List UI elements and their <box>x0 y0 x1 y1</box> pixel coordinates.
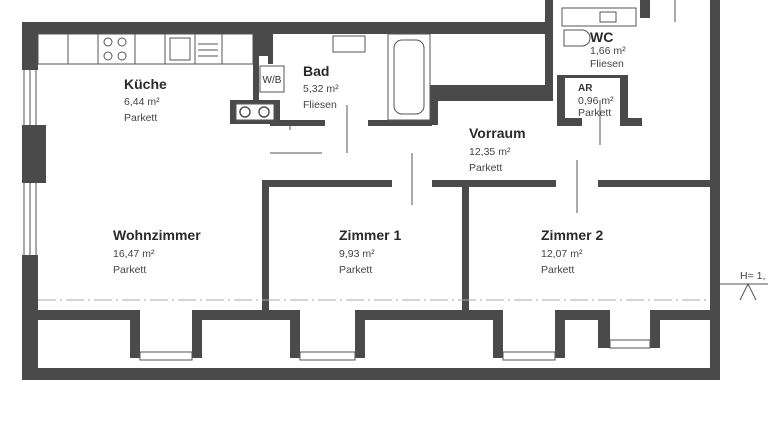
door-lines <box>270 0 676 213</box>
room-name: Zimmer 1 <box>339 227 401 243</box>
room-name: Bad <box>303 63 329 79</box>
bad-fixtures <box>332 33 431 121</box>
room-area: 0,96 m² <box>578 95 614 107</box>
room-name: Küche <box>124 76 167 92</box>
room-area: 12,35 m² <box>469 146 511 158</box>
room-vorraum: Vorraum 12,35 m² Parkett <box>469 125 526 174</box>
room-name: Vorraum <box>469 125 526 141</box>
section-marker <box>720 282 768 301</box>
height-label: H= 1, <box>740 270 765 282</box>
room-name: WC <box>590 29 613 45</box>
room-floor: Fliesen <box>303 99 337 111</box>
room-area: 5,32 m² <box>303 83 339 95</box>
kitchen-window <box>23 70 37 125</box>
room-name: AR <box>578 83 593 94</box>
bottom-windows <box>139 339 651 361</box>
room-zimmer-2: Zimmer 2 12,07 m² Parkett <box>541 227 603 276</box>
room-wohnzimmer: Wohnzimmer 16,47 m² Parkett <box>113 227 201 276</box>
room-area: 6,44 m² <box>124 96 160 108</box>
room-floor: Parkett <box>113 264 146 276</box>
room-area: 1,66 m² <box>590 45 626 57</box>
room-floor: Parkett <box>541 264 574 276</box>
living-window <box>23 183 37 255</box>
room-area: 9,93 m² <box>339 248 375 260</box>
room-area: 16,47 m² <box>113 248 155 260</box>
room-area: 12,07 m² <box>541 248 583 260</box>
room-zimmer-1: Zimmer 1 9,93 m² Parkett <box>339 227 401 276</box>
room-floor: Parkett <box>339 264 372 276</box>
outer-walls <box>22 0 720 380</box>
room-name: Zimmer 2 <box>541 227 603 243</box>
room-kueche: Küche 6,44 m² Parkett <box>124 76 167 124</box>
kitchen-counter <box>37 33 254 65</box>
room-floor: Parkett <box>124 112 157 124</box>
room-floor: Fliesen <box>590 58 624 70</box>
wc-fixtures <box>561 7 637 47</box>
room-ar: AR 0,96 m² Parkett <box>578 83 614 119</box>
room-wc: WC 1,66 m² Fliesen <box>590 29 626 70</box>
room-floor: Parkett <box>469 162 502 174</box>
wb-label: W/B <box>263 75 282 86</box>
wb-box: W/B <box>259 65 285 93</box>
room-name: Wohnzimmer <box>113 227 201 243</box>
room-bad: Bad 5,32 m² Fliesen <box>303 63 339 111</box>
room-floor: Parkett <box>578 107 611 119</box>
stove <box>235 103 275 121</box>
